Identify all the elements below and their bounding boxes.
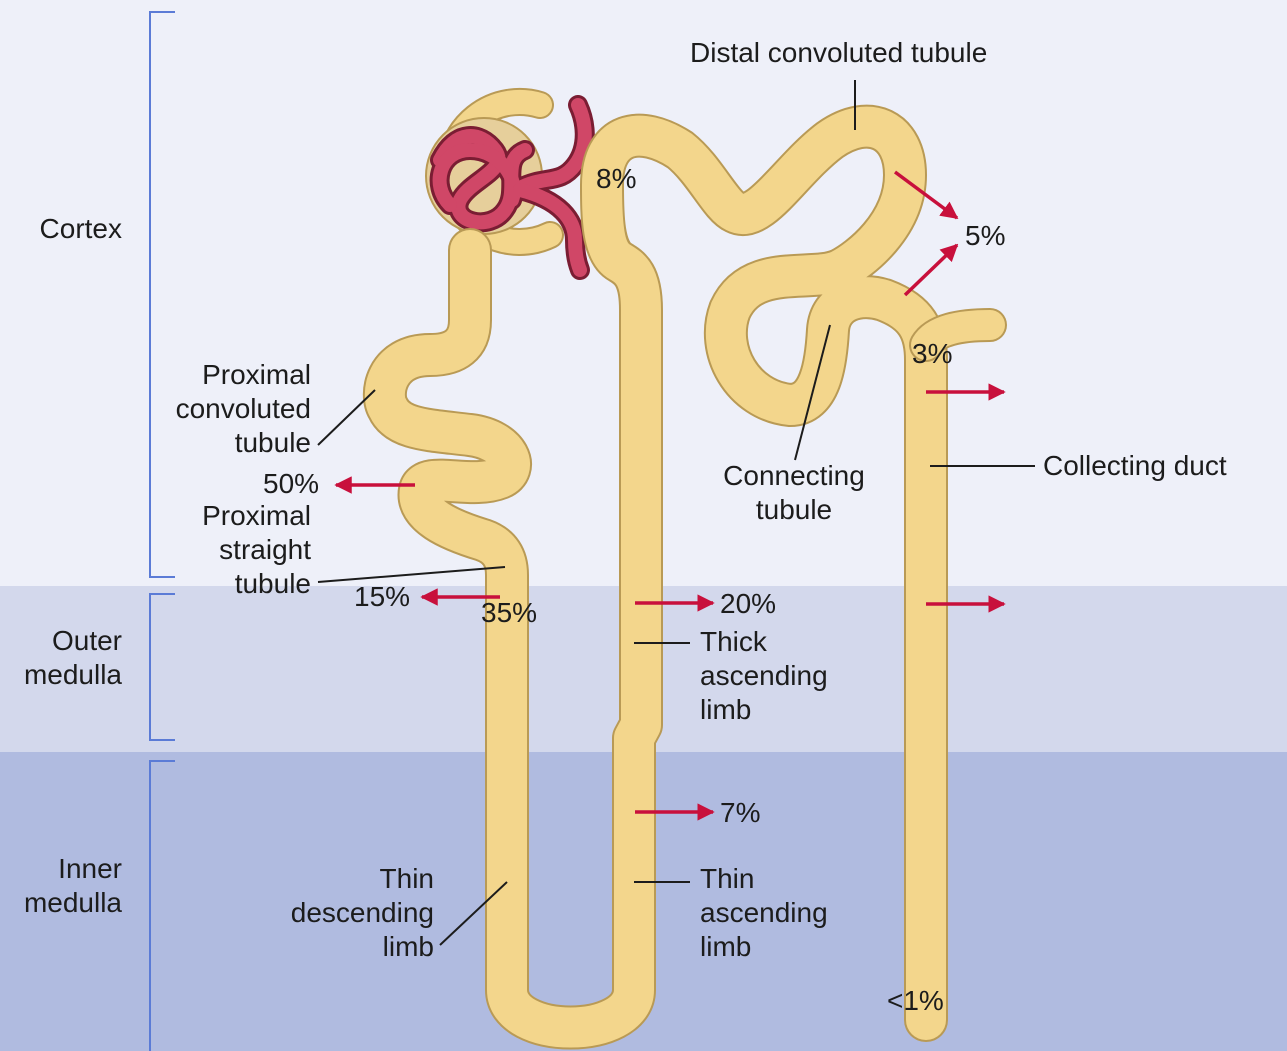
proximal-convoluted-tubule-label: Proximal convoluted tubule — [176, 358, 311, 460]
arrow-connecting — [905, 245, 957, 295]
thin-ascending-limb-label: Thin ascending limb — [700, 862, 828, 964]
pct-final: <1% — [887, 984, 944, 1018]
cortex-label: Cortex — [40, 212, 122, 246]
pct-remaining-after-proximal: 35% — [481, 596, 537, 630]
outer-medulla-label: Outer medulla — [24, 624, 122, 692]
connecting-tubule-label: Connecting tubule — [714, 459, 874, 527]
zone-brackets — [150, 12, 175, 1051]
pct-proximal-convoluted: 50% — [263, 467, 319, 501]
proximal-straight-tubule-label: Proximal straight tubule — [202, 499, 311, 601]
pct-thin-ascending: 7% — [720, 796, 760, 830]
pct-connecting: 3% — [912, 337, 952, 371]
cortex-bracket — [150, 12, 175, 577]
thin-descending-limb-label: Thin descending limb — [291, 862, 434, 964]
distal-convoluted-tubule-label: Distal convoluted tubule — [690, 36, 987, 70]
inner-medulla-label: Inner medulla — [24, 852, 122, 920]
pct-thick-ascending: 20% — [720, 587, 776, 621]
thick-ascending-limb-label: Thick ascending limb — [700, 625, 828, 727]
outer-medulla-bracket — [150, 594, 175, 740]
pct-distal: 5% — [965, 219, 1005, 253]
pct-proximal-straight: 15% — [354, 580, 410, 614]
collecting-duct-label: Collecting duct — [1043, 449, 1227, 483]
pct-early-distal: 8% — [596, 162, 636, 196]
inner-medulla-bracket — [150, 761, 175, 1051]
nephron-tubule — [385, 127, 990, 1028]
